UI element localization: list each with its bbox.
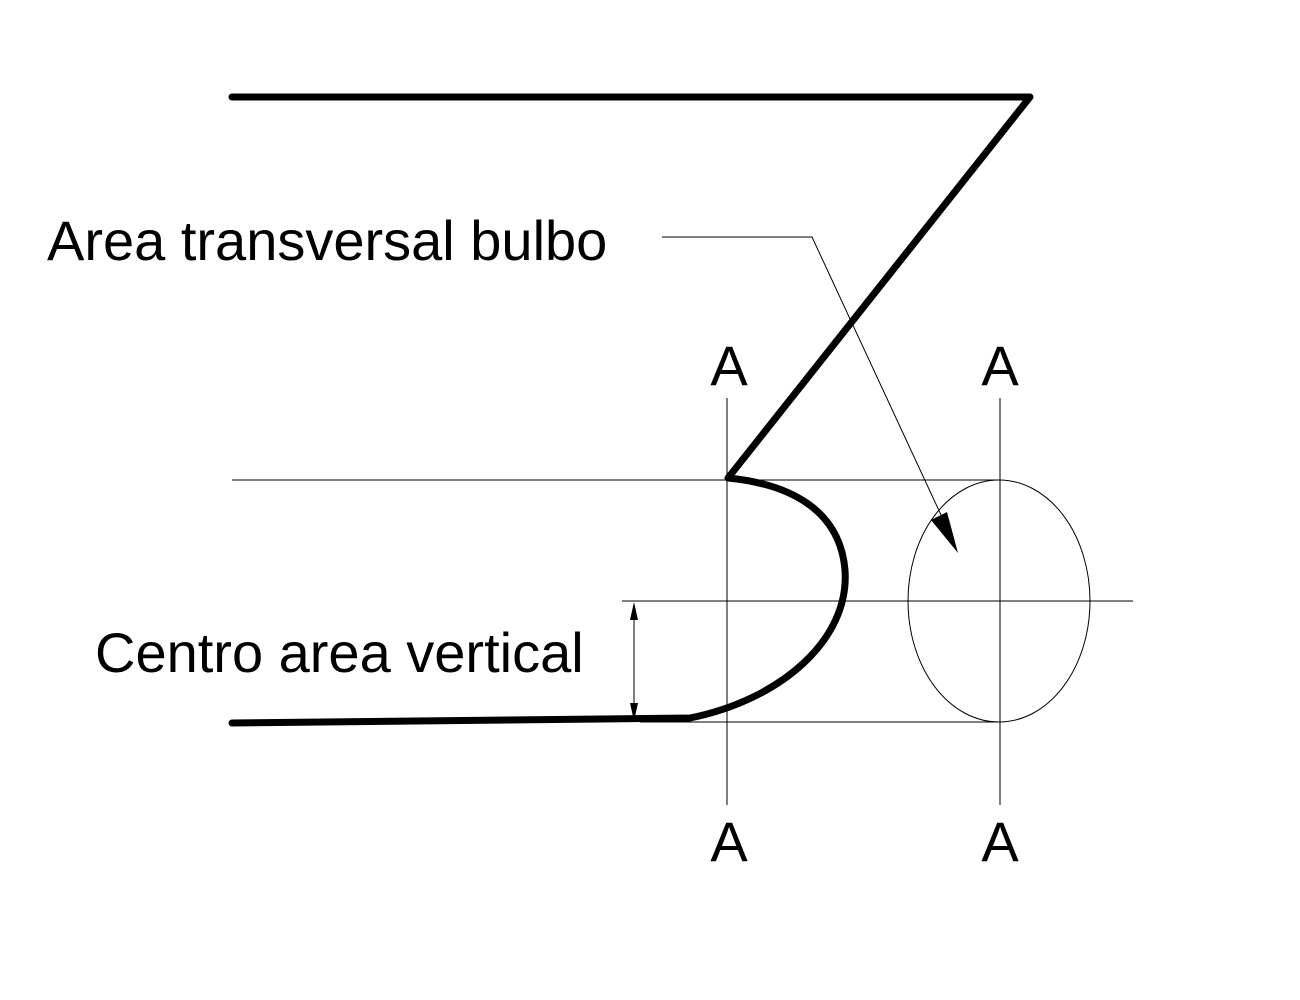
section-mark-left-top: A: [710, 334, 748, 397]
centro-dimension-arrow-top: [630, 602, 638, 620]
section-mark-right-top: A: [981, 334, 1019, 397]
centro-dimension-arrow-bottom: [630, 703, 638, 721]
section-mark-right-bottom: A: [981, 810, 1019, 873]
area-transversal-label: Area transversal bulbo: [47, 209, 607, 272]
cross-section-ellipse: [907, 479, 1091, 723]
section-mark-left-bottom: A: [710, 810, 748, 873]
bow-profile-outline: [228, 93, 1034, 727]
centro-area-label: Centro area vertical: [95, 621, 584, 684]
area-leader-line: [662, 236, 949, 531]
area-leader-arrowhead: [931, 512, 958, 553]
